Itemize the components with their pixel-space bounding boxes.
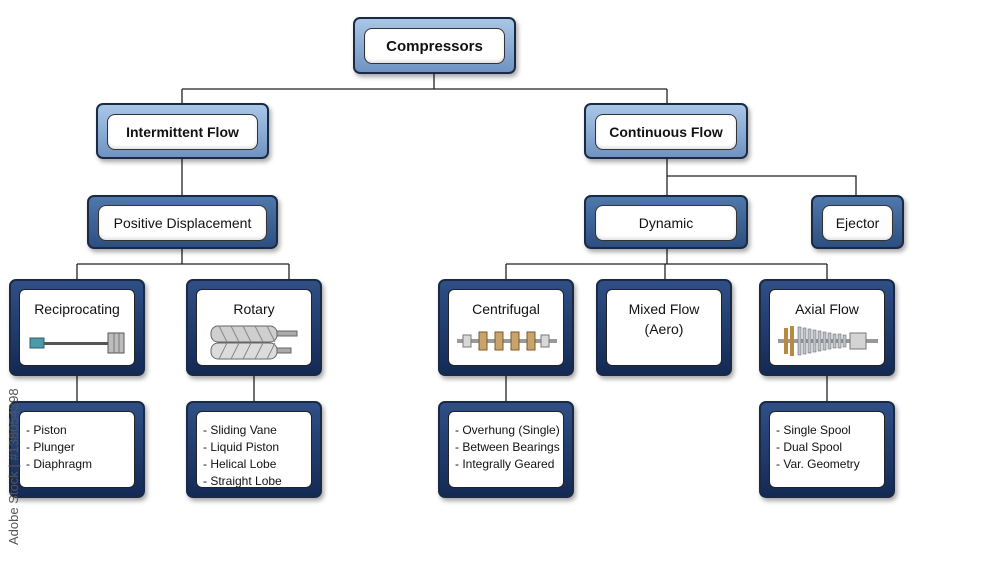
centrifugal-node: Centrifugal	[438, 279, 574, 376]
connector-root	[181, 74, 668, 103]
positive-displacement-label: Positive Displacement	[98, 205, 267, 241]
rotary-list-node: - Sliding Vane - Liquid Piston - Helical…	[186, 401, 322, 498]
reciprocating-label: Reciprocating	[34, 301, 120, 317]
intermittent-flow-node: Intermittent Flow	[96, 103, 269, 159]
piston-image	[29, 332, 125, 354]
list-item: - Sliding Vane	[203, 423, 277, 437]
ejector-label: Ejector	[822, 205, 893, 241]
reciprocating-list-card: - Piston - Plunger - Diaphragm	[19, 411, 135, 488]
axial-rotor-image	[778, 326, 878, 356]
reciprocating-card: Reciprocating	[19, 289, 135, 366]
mixed-flow-label: Mixed Flow (Aero)	[628, 301, 700, 337]
axial-flow-list-node: - Single Spool - Dual Spool - Var. Geome…	[759, 401, 895, 498]
list-item: - Between Bearings	[455, 440, 560, 454]
list-item: - Diaphragm	[26, 457, 93, 471]
list-item: - Var. Geometry	[776, 457, 860, 471]
axial-flow-label: Axial Flow	[795, 301, 859, 317]
connector-pd	[76, 249, 290, 279]
centrifugal-label: Centrifugal	[472, 301, 540, 317]
reciprocating-list-node: - Piston - Plunger - Diaphragm	[9, 401, 145, 498]
root-node: Compressors	[353, 17, 516, 74]
mixed-flow-card: Mixed Flow (Aero)	[606, 289, 722, 366]
list-item: - Liquid Piston	[203, 440, 280, 454]
list-item: - Piston	[26, 423, 67, 437]
rotary-label: Rotary	[233, 301, 275, 317]
centrifugal-list: - Overhung (Single) - Between Bearings -…	[455, 422, 560, 473]
dynamic-label: Dynamic	[595, 205, 737, 241]
positive-displacement-node: Positive Displacement	[87, 195, 278, 249]
list-item: - Plunger	[26, 440, 75, 454]
mixed-flow-node: Mixed Flow (Aero)	[596, 279, 732, 376]
list-item: - Integrally Geared	[455, 457, 555, 471]
intermittent-flow-label: Intermittent Flow	[107, 114, 258, 150]
rotary-node: Rotary	[186, 279, 322, 376]
centrifugal-rotor-image	[457, 331, 557, 351]
axial-flow-list-card: - Single Spool - Dual Spool - Var. Geome…	[769, 411, 885, 488]
screw-rotor-image	[210, 325, 298, 360]
centrifugal-list-node: - Overhung (Single) - Between Bearings -…	[438, 401, 574, 498]
continuous-flow-label: Continuous Flow	[595, 114, 737, 150]
list-item: - Straight Lobe	[203, 474, 282, 488]
centrifugal-card: Centrifugal	[448, 289, 564, 366]
axial-flow-card: Axial Flow	[769, 289, 885, 366]
rotary-list-card: - Sliding Vane - Liquid Piston - Helical…	[196, 411, 312, 488]
list-item: - Dual Spool	[776, 440, 843, 454]
centrifugal-list-card: - Overhung (Single) - Between Bearings -…	[448, 411, 564, 488]
reciprocating-list: - Piston - Plunger - Diaphragm	[26, 422, 92, 473]
list-item: - Single Spool	[776, 423, 851, 437]
dynamic-node: Dynamic	[584, 195, 748, 249]
continuous-flow-node: Continuous Flow	[584, 103, 748, 159]
connector-continuous	[666, 159, 857, 195]
axial-flow-list: - Single Spool - Dual Spool - Var. Geome…	[776, 422, 860, 473]
rotary-list: - Sliding Vane - Liquid Piston - Helical…	[203, 422, 282, 490]
ejector-node: Ejector	[811, 195, 904, 249]
list-item: - Helical Lobe	[203, 457, 277, 471]
connector-dynamic	[505, 249, 828, 279]
root-label: Compressors	[364, 28, 505, 64]
list-item: - Overhung (Single)	[455, 423, 560, 437]
rotary-card: Rotary	[196, 289, 312, 366]
watermark: Adobe Stock | #138054398	[6, 388, 21, 545]
axial-flow-node: Axial Flow	[759, 279, 895, 376]
reciprocating-node: Reciprocating	[9, 279, 145, 376]
